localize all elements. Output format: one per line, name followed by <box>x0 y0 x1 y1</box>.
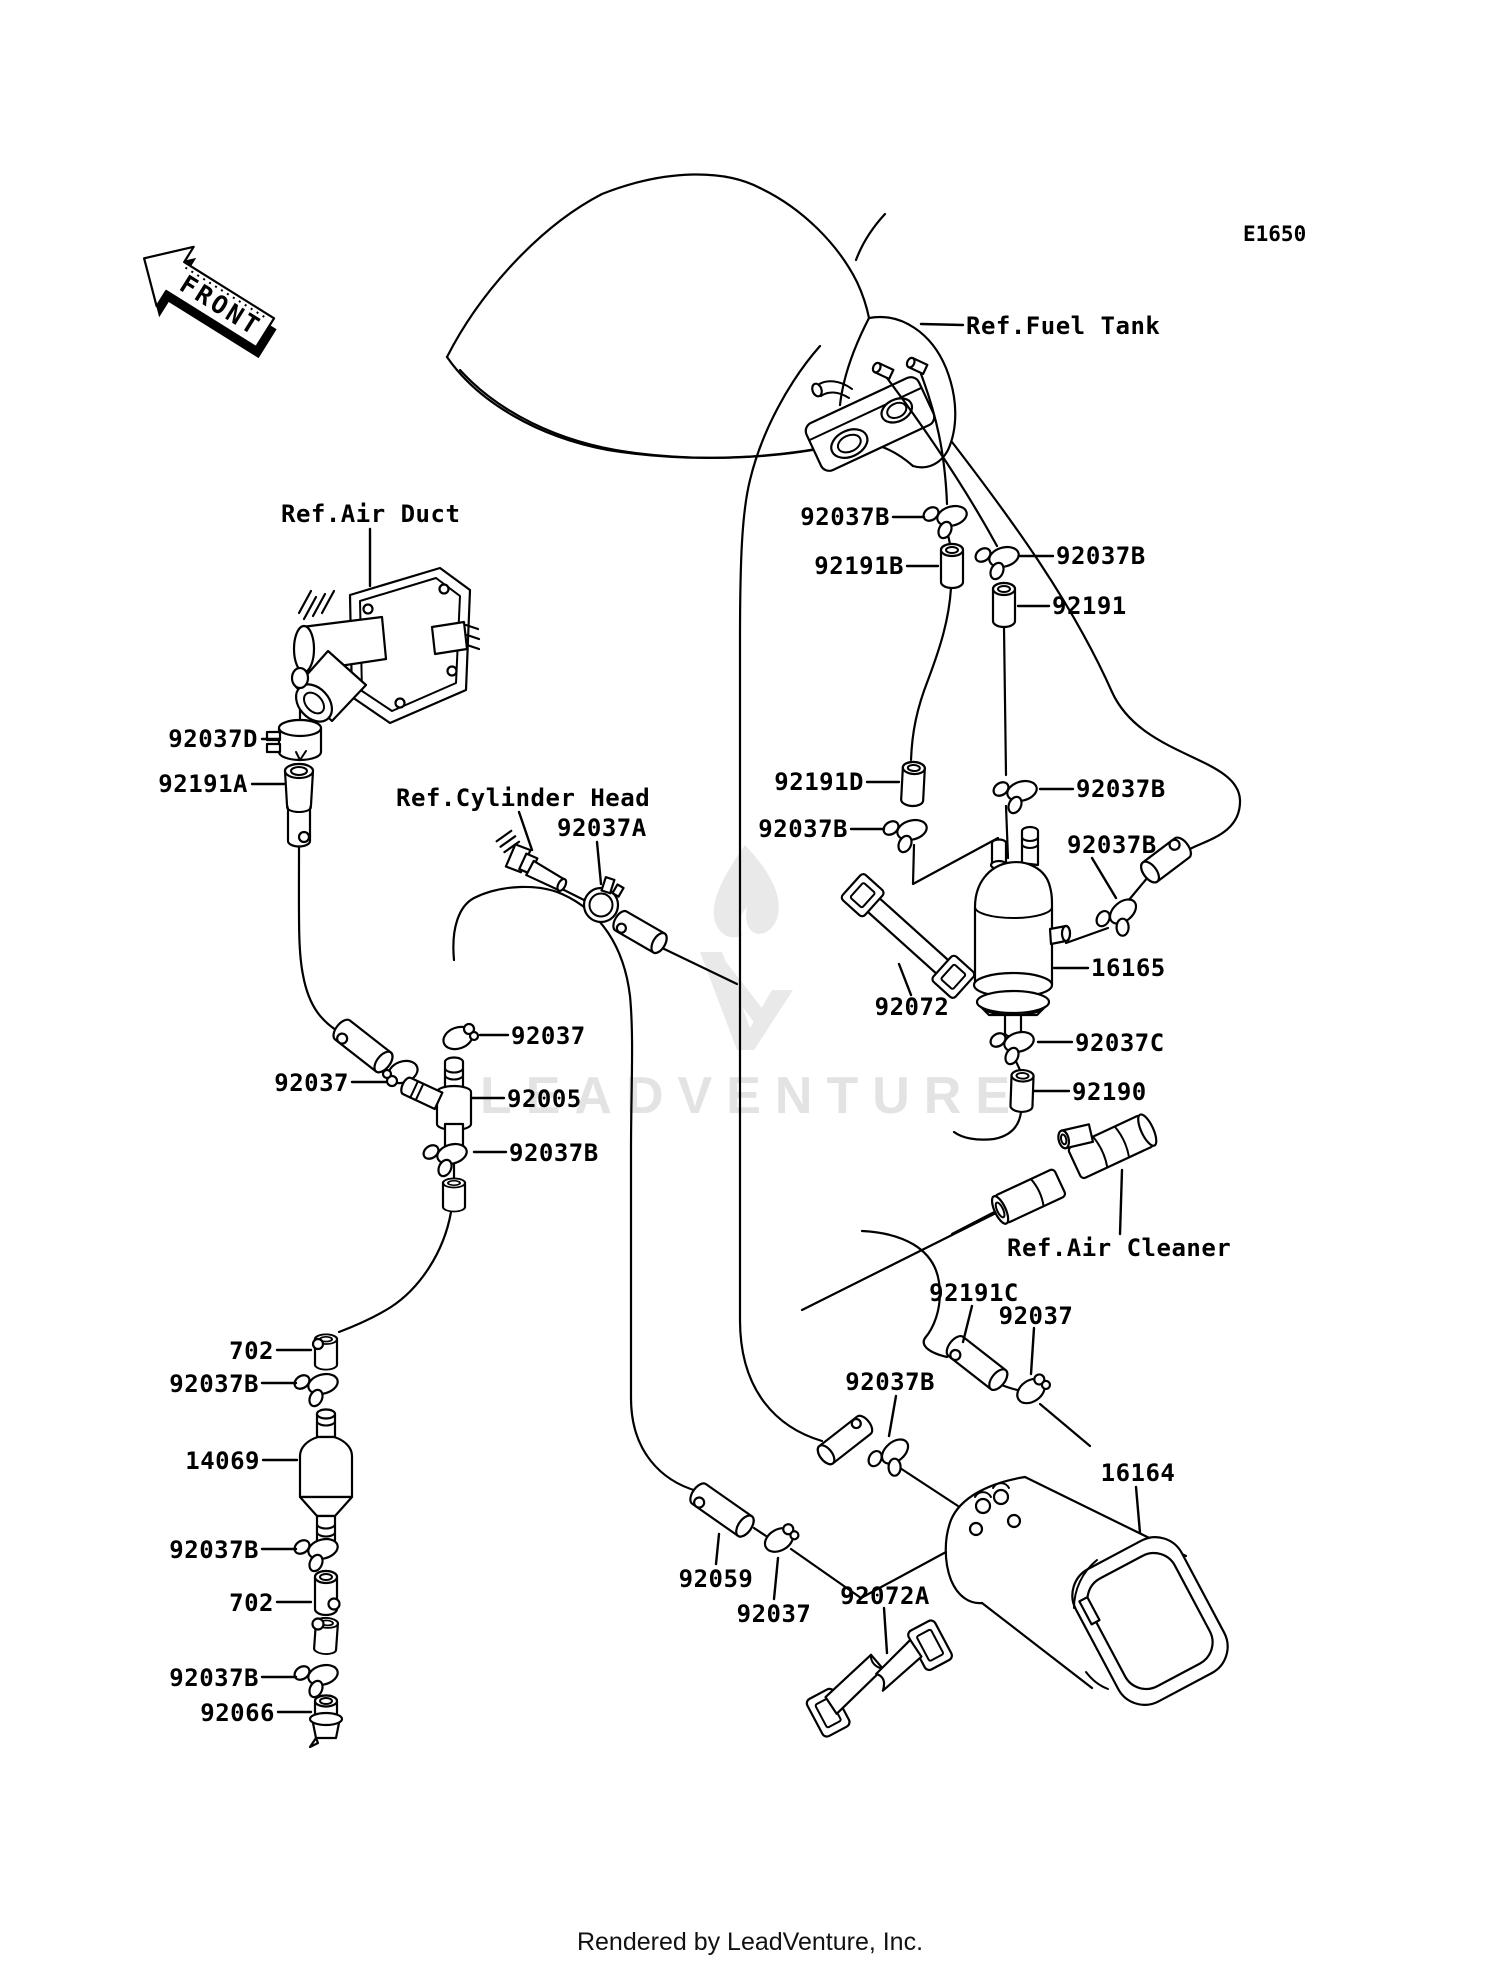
plug-92066 <box>308 1694 344 1749</box>
hose-92191c <box>945 1335 1009 1391</box>
label-92072a: 92072A <box>840 1582 930 1610</box>
hose-92191a <box>283 762 315 848</box>
label-92037-bottom: 92037 <box>737 1600 812 1628</box>
label-16164: 16164 <box>1101 1459 1176 1487</box>
clamp-92037b-6 <box>860 1431 922 1488</box>
clamp-92037b-2 <box>971 542 1023 583</box>
clamp-92037b-9 <box>290 1660 342 1701</box>
label-92037b-8: 92037B <box>169 1536 259 1564</box>
hose-92191 <box>991 581 1017 629</box>
t-fitting-92005 <box>400 1056 473 1158</box>
air-duct-valve-drawing <box>290 566 481 725</box>
labels: E1650 Ref.Fuel Tank Ref.Air Duct Ref.Cyl… <box>158 222 1306 1727</box>
label-14069: 14069 <box>185 1447 260 1475</box>
label-92191: 92191 <box>1052 592 1127 620</box>
front-arrow: FRONT <box>142 245 277 359</box>
hose-92191b <box>939 542 965 590</box>
label-92005: 92005 <box>507 1085 582 1113</box>
diagram-code-label: E1650 <box>1243 222 1306 246</box>
label-92037a: 92037A <box>557 814 647 842</box>
label-92059: 92059 <box>679 1565 754 1593</box>
label-92037b-3: 92037B <box>758 815 848 843</box>
label-92191c: 92191C <box>929 1279 1019 1307</box>
label-92037c: 92037C <box>1075 1029 1165 1057</box>
label-92037-aircleaner: 92037 <box>999 1302 1074 1330</box>
canister-16164 <box>944 1475 1229 1706</box>
fuel-filter-14069 <box>298 1408 354 1546</box>
hose-mid-diagonal <box>332 1018 394 1074</box>
label-92037b-4: 92037B <box>1076 775 1166 803</box>
ref-air-duct-label: Ref.Air Duct <box>281 500 460 528</box>
clamp-92037b-10 <box>419 1139 471 1180</box>
clamp-92037b-3 <box>879 815 931 856</box>
label-92037b-9: 92037B <box>169 1664 259 1692</box>
label-92066: 92066 <box>200 1699 275 1727</box>
ref-cylinder-head-label: Ref.Cylinder Head <box>396 784 650 812</box>
leadventure-watermark: LEADVENTURE <box>480 845 1024 1125</box>
strap-92072a-right <box>875 1619 953 1692</box>
label-702-1: 702 <box>229 1337 274 1365</box>
label-92190: 92190 <box>1072 1078 1147 1106</box>
clamp-92037b-5 <box>1088 891 1150 948</box>
label-16165: 16165 <box>1091 954 1166 982</box>
label-92037b-5: 92037B <box>1067 831 1157 859</box>
ref-air-cleaner-label: Ref.Air Cleaner <box>1007 1234 1231 1262</box>
watermark-text: LEADVENTURE <box>480 1067 1024 1125</box>
label-702-2: 702 <box>229 1589 274 1617</box>
fuel-filter-16165 <box>972 825 1072 1039</box>
hose-92191d <box>899 760 927 808</box>
label-92037b-2: 92037B <box>1056 542 1146 570</box>
label-92037b-7: 92037B <box>169 1370 259 1398</box>
hose-92059 <box>689 1482 755 1538</box>
clamp-92037b-8 <box>290 1534 342 1575</box>
label-92037-mid: 92037 <box>511 1022 586 1050</box>
hose-vent-end <box>1140 836 1192 884</box>
clamp-92037d <box>265 718 323 762</box>
label-92191d: 92191D <box>774 768 864 796</box>
hose-cylhead <box>612 909 668 955</box>
hose-canister-inlet <box>816 1414 874 1466</box>
footer-credit: Rendered by LeadVenture, Inc. <box>577 1928 923 1956</box>
clamp-92037a <box>582 876 625 924</box>
hose-t-stub <box>441 1177 467 1213</box>
label-92037b-6: 92037B <box>845 1368 935 1396</box>
label-92072: 92072 <box>875 993 950 1021</box>
label-92191b: 92191B <box>814 552 904 580</box>
fuel-tank-drawing <box>445 173 957 472</box>
clamp-92037-mid <box>439 1021 480 1055</box>
leader-lines <box>250 322 1142 1714</box>
clamp-92037b-4 <box>989 776 1041 817</box>
label-92037b-10: 92037B <box>509 1139 599 1167</box>
label-92191a: 92191A <box>158 770 248 798</box>
air-cleaner-duct <box>990 1168 1067 1225</box>
small-parts <box>265 501 1229 1749</box>
air-cleaner-fitting <box>1057 1113 1158 1180</box>
strap-92072 <box>840 873 976 999</box>
clamp-92037c <box>986 1027 1038 1068</box>
hose-92190 <box>1009 1068 1035 1114</box>
cylinder-head-fitting <box>495 829 568 892</box>
clamp-92037b-7 <box>290 1369 342 1410</box>
clamp-92037b-1 <box>919 501 971 542</box>
ref-fuel-tank-label: Ref.Fuel Tank <box>966 312 1160 340</box>
label-92037b-1: 92037B <box>800 503 890 531</box>
label-92037d: 92037D <box>168 725 258 753</box>
label-92037-left: 92037 <box>274 1069 349 1097</box>
